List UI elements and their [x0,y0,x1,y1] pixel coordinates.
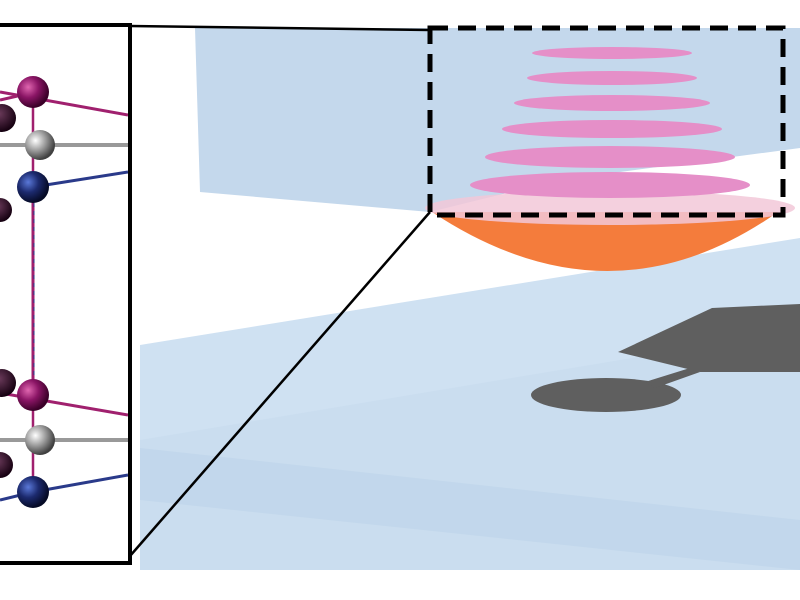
pink-layer-3 [514,95,710,111]
atom-dark [0,452,13,478]
shadow-pad [618,304,800,372]
pink-layer-2 [527,71,697,85]
atom-dark [0,198,12,222]
zoom-region-box [427,25,786,218]
pink-layer-4 [502,120,722,138]
panel-frame [0,23,132,565]
orange-cap [432,212,778,271]
atom-gray [25,425,55,455]
zoom-line-top [129,24,431,32]
pink-layer-6 [470,172,750,198]
atom-navy [17,476,49,508]
atom-dark [0,104,16,132]
shadow-ellipse [531,378,681,412]
atom-magenta [17,379,49,411]
atom-gray [25,130,55,160]
atom-dark [0,369,16,397]
panel-background [0,25,130,565]
pink-layer-1 [532,47,692,59]
atom-magenta [17,76,49,108]
substrate-planes [140,28,800,570]
shadow-connector [645,368,700,388]
atom-navy [17,171,49,203]
pink-layer-5 [485,146,735,168]
zoom-line-bottom [129,211,431,557]
crystal-structure-panel [0,23,132,565]
device-shadow [531,304,800,412]
lower-plane-strip [140,448,800,570]
